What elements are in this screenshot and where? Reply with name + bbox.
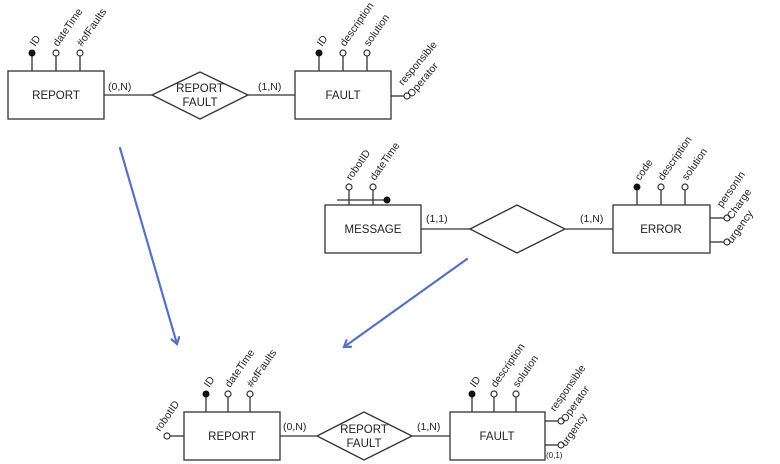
message-attributes: robotID dateTime (337, 140, 402, 205)
attribute-dot-icon (557, 417, 565, 425)
relationship-name-line1: REPORT (176, 83, 224, 95)
cardinality-label: (1,N) (580, 213, 603, 225)
top-report-attributes: ID dateTime #ofFaults (28, 6, 109, 71)
entity-box (612, 204, 711, 254)
relationship-name-line1: REPORT (340, 424, 388, 436)
identifier-dot-icon (633, 183, 641, 191)
identifier-dot-icon (28, 49, 36, 57)
relationship-diamond (468, 204, 567, 254)
top-relationship[interactable]: REPORT FAULT (150, 71, 250, 120)
bottom-relationship[interactable]: REPORT FAULT (315, 411, 414, 461)
attribute-dot-icon (681, 183, 689, 191)
bottom-report-entity[interactable]: REPORT (183, 411, 281, 461)
attribute-label: ID (202, 374, 218, 390)
cardinality-label: (0,N) (283, 421, 306, 433)
attribute-dot-icon (657, 183, 665, 191)
cardinality-label: (1,N) (258, 81, 281, 93)
attribute-dot-icon (339, 49, 347, 57)
attribute-dot-icon (163, 432, 171, 440)
cardinality-label: (0,N) (108, 81, 131, 93)
cardinality-label: (1,1) (426, 213, 448, 225)
relationship-diamond (315, 411, 414, 461)
attribute-dot-icon (490, 390, 498, 398)
attribute-dot-icon (52, 49, 60, 57)
attribute-dot-icon (345, 183, 353, 191)
attribute-label: ID (315, 33, 331, 49)
attribute-dot-icon (512, 390, 520, 398)
attribute-label: ID (28, 33, 44, 49)
attribute-dot-icon (76, 49, 84, 57)
attribute-dot-icon (363, 49, 371, 57)
error-entity[interactable]: ERROR (612, 204, 711, 254)
middle-relationship[interactable] (468, 204, 567, 254)
entity-box (7, 70, 105, 120)
entity-box (294, 70, 392, 120)
attribute-dot-icon (369, 183, 377, 191)
attribute-dot-icon (557, 441, 565, 449)
attribute-dot-icon (723, 238, 731, 246)
entity-name: MESSAGE (345, 224, 402, 236)
top-fault-entity[interactable]: FAULT (294, 70, 392, 120)
attribute-label: code (633, 157, 656, 183)
attribute-dot-icon (224, 390, 232, 398)
entity-name: ERROR (640, 224, 682, 236)
attribute-dot-icon (403, 92, 411, 100)
identifier-dot-icon (315, 49, 323, 57)
entity-box (183, 411, 281, 461)
relationship-name-line2: FAULT (183, 97, 218, 109)
relationship-name-line2: FAULT (347, 438, 382, 450)
entity-box (449, 411, 546, 461)
identifier-dot-icon (468, 390, 476, 398)
relationship-diamond (150, 71, 250, 120)
attribute-dot-icon (246, 390, 254, 398)
transformation-arrow-right (344, 257, 469, 347)
cardinality-label: (1,N) (417, 421, 440, 433)
attribute-label: ID (468, 374, 484, 390)
entity-name: REPORT (32, 90, 80, 102)
transformation-arrow-left (118, 146, 177, 344)
entity-name: FAULT (326, 90, 361, 102)
identifier-dot-icon (202, 390, 210, 398)
entity-box (324, 204, 422, 254)
attribute-label: robotID (153, 398, 183, 433)
attribute-dot-icon (723, 214, 731, 222)
attribute-label: dateTime (368, 140, 403, 183)
entity-name: REPORT (208, 431, 256, 443)
bottom-fault-entity[interactable]: FAULT (449, 411, 546, 461)
message-entity[interactable]: MESSAGE (324, 204, 422, 254)
entity-name: FAULT (480, 431, 515, 443)
identifier-dot-icon (383, 196, 391, 204)
cardinality-label: (0,1) (546, 451, 563, 460)
top-report-entity[interactable]: REPORT (7, 70, 105, 120)
